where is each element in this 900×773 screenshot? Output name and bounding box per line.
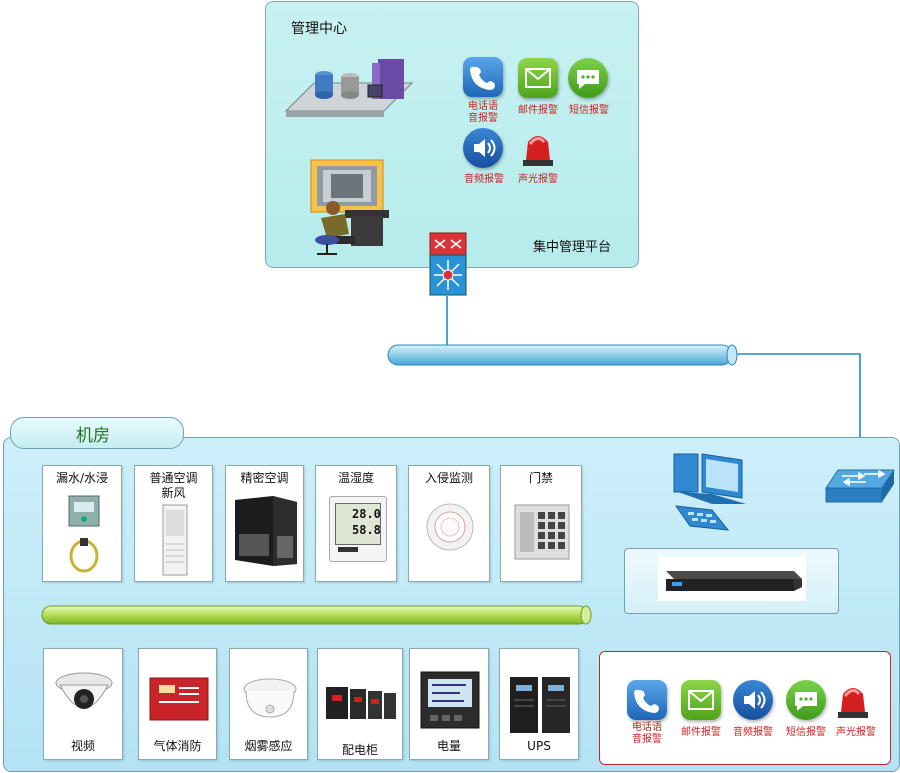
server-group-icon xyxy=(284,59,414,117)
alert-label-phone: 电话语 音报警 xyxy=(468,101,498,124)
alert-label-mail: 邮件报警 xyxy=(681,727,721,738)
device-label: 漏水/水浸 xyxy=(55,471,109,485)
device-gas-fire[interactable]: 气体消防 xyxy=(138,648,217,760)
machine-room-tab xyxy=(10,417,184,449)
alert-label-siren: 声光报警 xyxy=(836,727,876,738)
speaker-icon xyxy=(463,128,503,168)
alert-label-sms: 短信报警 xyxy=(786,727,826,738)
device-label: 烟雾感应 xyxy=(244,739,293,753)
link-backbone-room xyxy=(737,353,861,470)
alert-label-speaker: 音频报警 xyxy=(464,174,504,185)
device-distribution[interactable]: 配电柜 xyxy=(317,648,403,760)
device-label: 视频 xyxy=(70,739,95,753)
breaker-icon xyxy=(326,687,396,719)
access-switch-icon xyxy=(825,469,895,503)
humidity-readout: 58.8 xyxy=(352,523,381,537)
intrusion-detector-icon xyxy=(426,503,474,551)
alert-label-sms: 短信报警 xyxy=(569,105,609,116)
speaker-icon xyxy=(733,680,773,720)
keypad-icon xyxy=(514,504,570,560)
ups-icon xyxy=(510,677,570,733)
device-access-control[interactable]: 门禁 xyxy=(500,465,582,582)
fieldbus xyxy=(41,605,592,625)
device-label: 气体消防 xyxy=(153,739,202,753)
data-collector-icon[interactable] xyxy=(658,557,806,601)
mail-icon xyxy=(681,680,721,720)
device-label: 配电柜 xyxy=(341,743,378,757)
core-switch-icon xyxy=(429,232,467,296)
device-label: 门禁 xyxy=(528,471,553,485)
device-label: 普通空调 新风 xyxy=(149,471,198,500)
device-power-meter[interactable]: 电量 xyxy=(409,648,489,760)
device-label: 入侵监测 xyxy=(424,471,473,485)
temperature-readout: 28.0 xyxy=(352,507,381,521)
operator-workstation-icon xyxy=(310,159,389,255)
alert-label-speaker: 音频报警 xyxy=(733,727,773,738)
device-precision-ac[interactable]: 精密空调 xyxy=(225,465,304,582)
device-label: 精密空调 xyxy=(240,471,289,485)
platform-label: 集中管理平台 xyxy=(533,240,612,255)
device-ups[interactable]: UPS xyxy=(499,648,579,760)
alert-label-mail: 邮件报警 xyxy=(518,105,558,116)
management-center-title: 管理中心 xyxy=(291,21,347,37)
alert-label-phone: 电话语 音报警 xyxy=(632,722,662,745)
device-temp-humidity[interactable]: 温湿度 28.0 58.8 xyxy=(315,465,397,582)
sms-icon xyxy=(786,680,826,720)
siren-icon xyxy=(518,128,558,168)
network-backbone xyxy=(387,344,738,366)
water-leak-sensor-icon xyxy=(68,495,100,573)
machine-room-title: 机房 xyxy=(76,426,110,446)
phone-icon xyxy=(463,57,503,97)
phone-icon xyxy=(627,680,667,720)
air-conditioner-icon xyxy=(162,504,188,576)
power-meter-icon xyxy=(420,671,480,729)
dome-camera-icon xyxy=(55,672,113,709)
mail-icon xyxy=(518,58,558,98)
alert-label-siren: 声光报警 xyxy=(518,174,558,185)
device-video[interactable]: 视频 xyxy=(43,648,123,760)
monitoring-pc-icon xyxy=(673,453,746,531)
device-water-leak[interactable]: 漏水/水浸 xyxy=(42,465,122,582)
precision-ac-icon xyxy=(235,496,297,566)
device-air-conditioner[interactable]: 普通空调 新风 xyxy=(134,465,213,582)
device-label: 温湿度 xyxy=(337,471,374,485)
sms-icon xyxy=(568,58,608,98)
device-smoke[interactable]: 烟雾感应 xyxy=(229,648,308,760)
device-intrusion[interactable]: 入侵监测 xyxy=(408,465,490,582)
temp-humidity-meter-icon: 28.0 58.8 xyxy=(329,496,387,562)
siren-icon xyxy=(833,680,873,720)
gas-fire-panel-icon xyxy=(149,677,209,721)
device-label: 电量 xyxy=(436,739,461,753)
smoke-detector-icon xyxy=(243,678,297,718)
device-label: UPS xyxy=(527,739,551,753)
